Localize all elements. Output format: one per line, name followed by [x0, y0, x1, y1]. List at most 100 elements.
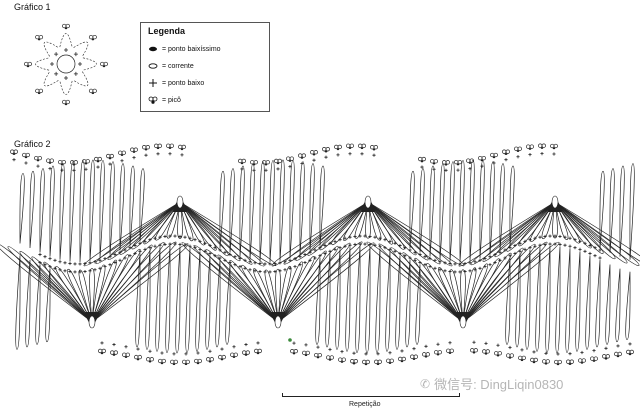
picot-loop [290, 348, 295, 354]
picot-loop [353, 359, 358, 364]
picot-loop [626, 349, 631, 355]
picot-loop [401, 356, 406, 362]
plus-mark [78, 62, 82, 66]
plus-mark [558, 234, 562, 239]
chain-loop [319, 201, 369, 251]
picot-dot [532, 361, 536, 364]
plus-mark [448, 341, 452, 345]
picot-loop [122, 352, 127, 357]
plus-mark [178, 234, 182, 239]
plus-mark [168, 234, 172, 238]
chain-loop [155, 247, 161, 352]
picot-loop [169, 143, 174, 148]
chain-loop [378, 243, 464, 323]
picot-loop [389, 358, 394, 363]
picot-loop [329, 355, 334, 360]
picot-loop [526, 144, 531, 149]
chain-loop [15, 255, 21, 350]
chain-loop [409, 170, 415, 249]
plus-mark [36, 164, 40, 168]
chain-loop [460, 269, 466, 323]
plus-mark [73, 262, 77, 266]
picot-loop [65, 23, 70, 29]
picot-dot [348, 147, 352, 150]
plus-mark [413, 250, 417, 254]
plus-mark [278, 269, 282, 273]
plus-mark [248, 260, 252, 264]
chain-loop [179, 201, 253, 265]
legend-item-open-oval: = corrente [147, 60, 194, 72]
chain-loop [509, 165, 515, 246]
picot-loop [161, 358, 166, 364]
picot-dot [256, 352, 260, 355]
plus-mark [253, 269, 257, 273]
plus-mark [63, 261, 67, 265]
picot-loop [35, 88, 40, 94]
plus-mark [568, 236, 572, 240]
plus-mark [573, 238, 577, 242]
chain-loop [49, 165, 55, 257]
picot-loop [100, 61, 105, 67]
plus-mark [488, 255, 492, 259]
picot-dot [552, 147, 556, 150]
picot-dot [132, 151, 136, 153]
picot-loop [166, 143, 171, 148]
picot-dot [264, 163, 268, 166]
picot-dot [480, 159, 484, 162]
plus-mark [340, 350, 344, 354]
chain-loop [139, 168, 145, 242]
plus-mark [343, 244, 347, 248]
plus-mark [348, 243, 352, 247]
chain-loop [177, 201, 183, 239]
plus-mark [288, 258, 292, 262]
plus-mark [468, 261, 472, 265]
plus-mark [148, 238, 152, 242]
plus-mark [432, 167, 436, 171]
plus-mark [293, 256, 297, 261]
plus-mark [228, 260, 232, 265]
picot-loop [286, 156, 291, 161]
plus-mark [168, 152, 172, 156]
chain-loop [449, 269, 464, 323]
picot-loop [370, 145, 375, 150]
chain-loop [241, 264, 279, 323]
picot-loop [289, 156, 294, 161]
plus-mark [583, 241, 587, 245]
plus-mark [172, 352, 176, 356]
picot-loop [473, 348, 478, 353]
picot-dot [12, 153, 16, 155]
chain-loop [535, 247, 541, 352]
chain-loop [119, 163, 125, 251]
chain-loop [175, 246, 181, 354]
chain-loop [19, 250, 93, 323]
chain-loop [179, 201, 217, 251]
picot-loop [134, 354, 139, 360]
chain-loop [595, 259, 601, 348]
chain-loop [345, 247, 351, 352]
plus-mark [78, 270, 82, 274]
plus-mark [156, 152, 160, 156]
picot-dot [288, 160, 292, 162]
picot-loop [341, 357, 346, 362]
picot-dot [312, 153, 316, 156]
legend-title: Legenda [148, 26, 186, 36]
plus-mark [43, 255, 47, 259]
plus-mark [103, 256, 107, 261]
plus-mark [288, 164, 292, 169]
chain-loop [179, 201, 194, 242]
picot-loop [142, 145, 147, 150]
picot-dot [352, 362, 356, 365]
picot-loop [449, 348, 454, 353]
picot-loop [38, 34, 44, 40]
picot-loop [85, 159, 90, 164]
picot-dot [184, 363, 188, 366]
fan-eye [459, 315, 467, 329]
plus-mark [220, 347, 224, 351]
plus-mark [258, 269, 262, 274]
flower-petal [73, 41, 89, 57]
picot-dot [508, 357, 512, 359]
plus-mark [128, 254, 132, 258]
picot-loop [317, 352, 322, 358]
plus-mark [312, 158, 316, 162]
picot-loop [322, 147, 327, 152]
